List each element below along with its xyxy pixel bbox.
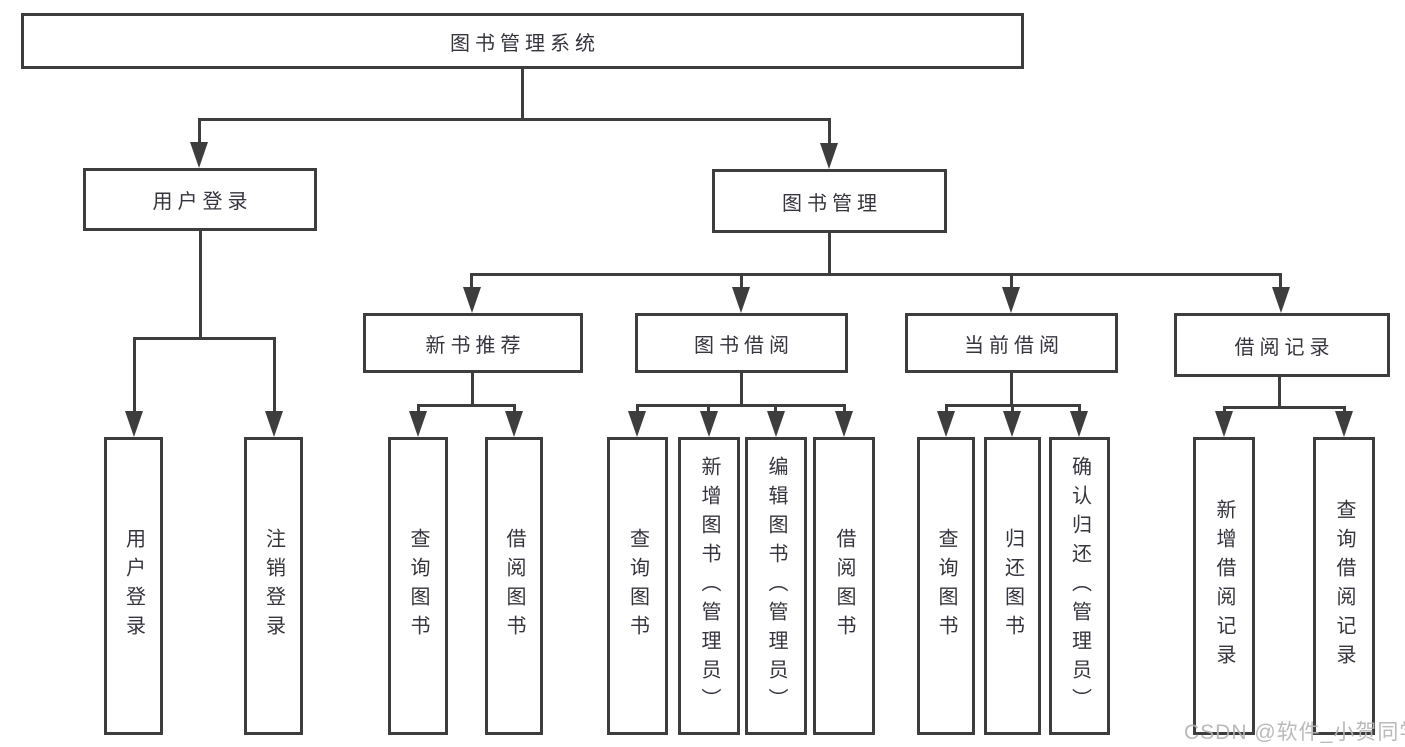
connector-line: [198, 118, 831, 121]
connector-line: [1010, 273, 1013, 293]
node-library-system-label: 图书管理系统: [450, 32, 600, 55]
node-new-book-recommend: 新书推荐: [363, 313, 583, 373]
leaf-records-query-record: 查询借阅记录: [1313, 437, 1375, 735]
connector-line: [470, 273, 1282, 276]
connector-line: [1078, 404, 1081, 416]
arrow-down-icon: [732, 287, 750, 313]
leaf-records-query-record-label: 查询借阅记录: [1333, 499, 1355, 673]
connector-line: [417, 404, 516, 407]
node-user-login-label: 用户登录: [152, 191, 253, 213]
leaf-borrowing-edit-book-admin: 编辑图书（管理员）: [745, 437, 807, 735]
arrow-down-icon: [409, 411, 427, 437]
arrow-down-icon: [937, 411, 955, 437]
connector-line: [1010, 373, 1013, 404]
connector-line: [636, 404, 846, 407]
arrow-down-icon: [767, 411, 785, 437]
leaf-borrowing-query-book-label: 查询图书: [626, 528, 649, 644]
arrow-down-icon: [125, 411, 143, 437]
arrow-down-icon: [1070, 411, 1088, 437]
connector-line: [198, 118, 201, 146]
arrow-down-icon: [628, 411, 646, 437]
leaf-recommend-query-book: 查询图书: [388, 437, 448, 735]
connector-line: [133, 337, 276, 340]
leaf-logout: 注销登录: [244, 437, 303, 735]
leaf-recommend-borrow-book: 借阅图书: [485, 437, 543, 735]
connector-line: [636, 404, 639, 416]
node-book-borrowing-label: 图书借阅: [694, 334, 794, 357]
leaf-recommend-borrow-book-label: 借阅图书: [503, 528, 525, 644]
connector-line: [471, 373, 474, 404]
leaf-records-add-record-label: 新增借阅记录: [1213, 499, 1235, 673]
node-user-login: 用户登录: [83, 168, 317, 231]
leaf-user-login-label: 用户登录: [122, 528, 145, 644]
leaf-current-query-book-label: 查询图书: [935, 528, 957, 644]
connector-line: [740, 273, 743, 293]
leaf-records-add-record: 新增借阅记录: [1193, 437, 1255, 735]
leaf-current-confirm-return-admin: 确认归还（管理员）: [1049, 437, 1110, 735]
leaf-borrowing-edit-book-admin-label: 编辑图书（管理员）: [765, 455, 787, 717]
node-borrowing-records: 借阅记录: [1174, 313, 1390, 377]
node-library-system: 图书管理系统: [21, 13, 1024, 69]
connector-line: [1279, 273, 1282, 293]
leaf-logout-label: 注销登录: [262, 528, 285, 644]
arrow-down-icon: [1272, 287, 1290, 313]
node-borrowing-records-label: 借阅记录: [1234, 336, 1335, 359]
arrow-down-icon: [1003, 411, 1021, 437]
arrow-down-icon: [190, 142, 208, 168]
leaf-borrowing-borrow-book-label: 借阅图书: [833, 528, 855, 644]
node-current-borrowing-label: 当前借阅: [964, 334, 1064, 357]
connector-line: [513, 404, 516, 416]
arrow-down-icon: [1002, 287, 1020, 313]
leaf-borrowing-borrow-book: 借阅图书: [813, 437, 875, 735]
arrow-down-icon: [700, 411, 718, 437]
node-new-book-recommend-label: 新书推荐: [425, 334, 526, 357]
node-book-management: 图书管理: [712, 169, 947, 233]
connector-line: [1223, 406, 1346, 409]
connector-line: [828, 233, 831, 273]
leaf-current-return-book: 归还图书: [984, 437, 1041, 735]
connector-line: [740, 373, 743, 404]
leaf-borrowing-query-book: 查询图书: [607, 437, 668, 735]
leaf-current-return-book-label: 归还图书: [1001, 528, 1024, 644]
leaf-borrowing-add-book-admin: 新增图书（管理员）: [678, 437, 740, 735]
connector-line: [521, 69, 524, 118]
arrow-down-icon: [1335, 411, 1353, 437]
arrow-down-icon: [820, 143, 838, 169]
connector-line: [199, 231, 202, 337]
connector-line: [945, 404, 948, 416]
connector-line: [1278, 377, 1281, 406]
node-book-borrowing: 图书借阅: [635, 313, 848, 373]
csdn-watermark: CSDN @软件_小贺同学: [1184, 721, 1405, 744]
leaf-current-confirm-return-admin-label: 确认归还（管理员）: [1068, 455, 1091, 717]
node-current-borrowing: 当前借阅: [905, 313, 1118, 373]
arrow-down-icon: [463, 287, 481, 313]
leaf-borrowing-add-book-admin-label: 新增图书（管理员）: [698, 455, 720, 717]
connector-line: [417, 404, 420, 416]
connector-line: [470, 273, 473, 293]
connector-line: [1011, 404, 1014, 416]
connector-line: [273, 337, 276, 417]
arrow-down-icon: [265, 411, 283, 437]
leaf-user-login: 用户登录: [104, 437, 163, 735]
connector-line: [707, 404, 710, 416]
arrow-down-icon: [1215, 411, 1233, 437]
leaf-current-query-book: 查询图书: [917, 437, 975, 735]
connector-line: [774, 404, 777, 416]
leaf-recommend-query-book-label: 查询图书: [407, 528, 429, 644]
connector-line: [133, 337, 136, 417]
arrow-down-icon: [835, 411, 853, 437]
arrow-down-icon: [505, 411, 523, 437]
node-book-management-label: 图书管理: [782, 192, 882, 215]
connector-line: [828, 118, 831, 146]
connector-line: [843, 404, 846, 416]
